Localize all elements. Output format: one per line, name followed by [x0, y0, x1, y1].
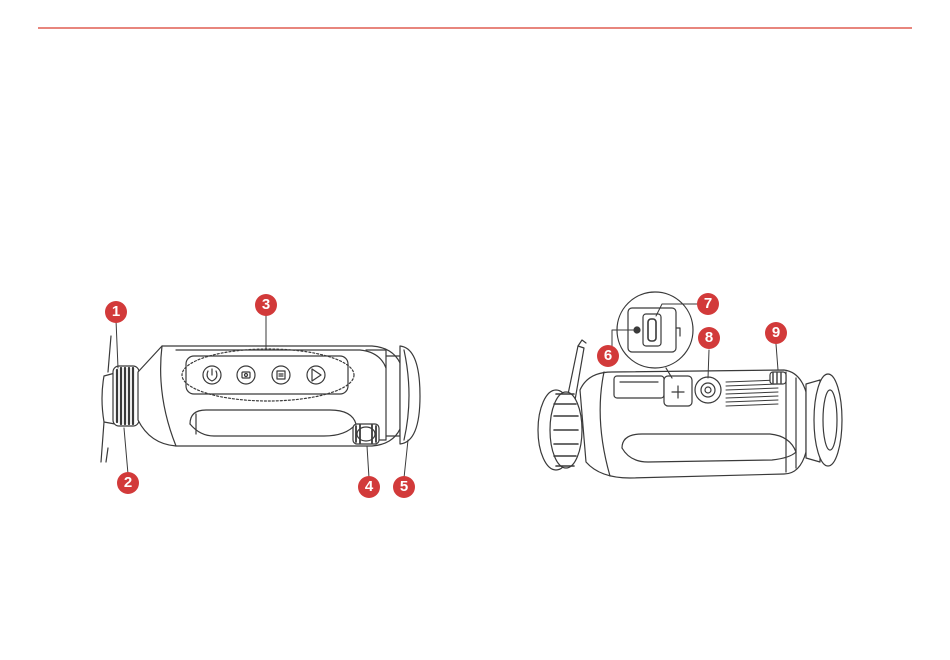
callout-8: 8 — [698, 327, 720, 349]
callout-3: 3 — [255, 294, 277, 316]
callout-2: 2 — [117, 472, 139, 494]
top-body-drawing — [580, 370, 806, 478]
callout-4: 4 — [358, 476, 380, 498]
front-ring-drawing — [538, 390, 582, 470]
callout-1: 1 — [105, 301, 127, 323]
callout-6: 6 — [597, 345, 619, 367]
usb-port-detail — [617, 292, 693, 378]
top-eyecup-drawing — [806, 374, 842, 466]
callout-5: 5 — [393, 476, 415, 498]
callout-9: 9 — [765, 322, 787, 344]
callout-7: 7 — [697, 293, 719, 315]
top-knob-drawing — [770, 372, 786, 384]
